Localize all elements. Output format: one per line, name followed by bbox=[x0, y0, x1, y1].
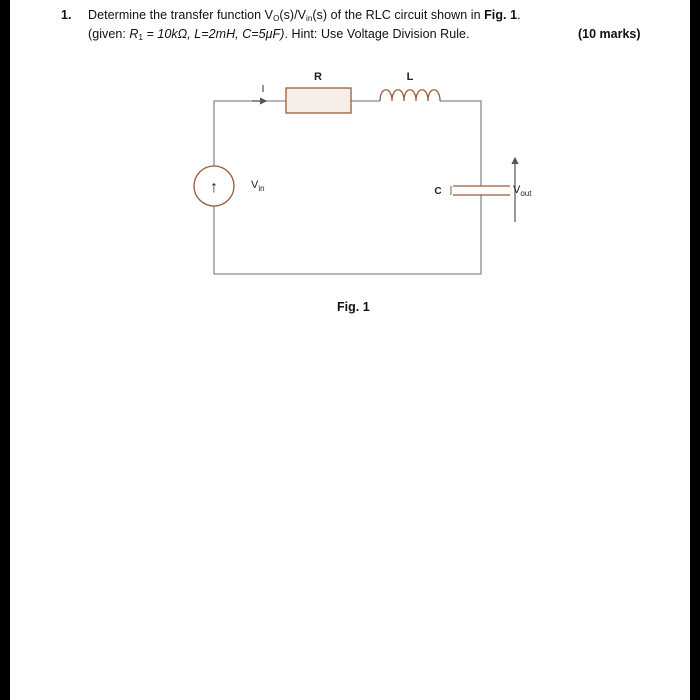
wire-l-to-right bbox=[440, 100, 482, 186]
right-frame-strip bbox=[690, 0, 700, 700]
q2-hint: . Hint: Use Voltage Division Rule. bbox=[284, 27, 470, 41]
vout-label-v: V bbox=[513, 184, 521, 196]
q2-given-values: = 10kΩ, L=2mH, C=5μF) bbox=[142, 27, 285, 41]
q1-sub-o: O bbox=[273, 14, 280, 23]
q2-r-symbol: R bbox=[129, 27, 139, 41]
vout-label: Vout bbox=[513, 184, 532, 198]
inductor-coil bbox=[379, 89, 441, 102]
question-number: 1. bbox=[61, 8, 72, 22]
inductor-label: L bbox=[407, 71, 414, 83]
voltage-source bbox=[193, 165, 235, 207]
q1-fig-ref: Fig. 1 bbox=[484, 8, 518, 22]
left-frame-strip bbox=[0, 0, 10, 700]
q1-sub-in: in bbox=[306, 14, 313, 23]
q1-text-a: Determine the transfer function V bbox=[88, 8, 274, 22]
q2-r-subscript: 1 bbox=[138, 33, 143, 42]
q2-given-open: (given: bbox=[88, 27, 130, 41]
wire-left-top bbox=[213, 100, 286, 166]
wire-right-bottom bbox=[213, 195, 482, 275]
current-label: I bbox=[262, 84, 265, 95]
source-label-v: V bbox=[251, 179, 259, 191]
resistor-label: R bbox=[314, 71, 322, 83]
q1-text-end: . bbox=[517, 8, 521, 22]
q1-text-b: (s)/V bbox=[279, 8, 306, 22]
figure-caption: Fig. 1 bbox=[337, 300, 370, 314]
source-label-sub: in bbox=[258, 184, 264, 193]
resistor bbox=[285, 87, 352, 114]
capacitor-label: C bbox=[434, 186, 441, 197]
marks-label: (10 marks) bbox=[578, 27, 641, 41]
source-arrow-icon: ↑ bbox=[210, 179, 218, 196]
capacitor bbox=[453, 185, 510, 196]
q1-text-c: (s) of the RLC circuit shown in bbox=[312, 8, 485, 22]
source-label: Vin bbox=[251, 179, 265, 193]
question-line-2: (given: R1 = 10kΩ, L=2mH, C=5μF). Hint: … bbox=[88, 27, 470, 42]
question-line-1: Determine the transfer function VO(s)/Vi… bbox=[88, 8, 521, 23]
vout-label-sub: out bbox=[520, 189, 532, 198]
